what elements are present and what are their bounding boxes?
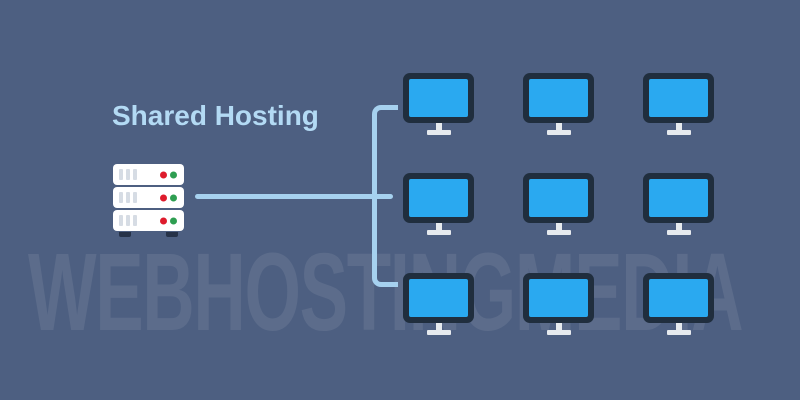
monitor-icon: [403, 173, 474, 273]
monitor-stand-base: [426, 230, 451, 235]
server-slot: [126, 169, 130, 180]
diagram-title: Shared Hosting: [112, 100, 319, 131]
monitor-screen: [529, 279, 588, 317]
server-slot: [126, 192, 130, 203]
monitor-frame: [643, 173, 714, 223]
monitor-screen: [649, 79, 708, 117]
monitor-icon: [523, 73, 594, 173]
monitor-screen: [529, 79, 588, 117]
monitor-stand-base: [666, 330, 691, 335]
monitor-stand-base: [546, 230, 571, 235]
monitor-stand-neck: [435, 223, 442, 230]
server-slot: [119, 169, 123, 180]
red-led-icon: [160, 217, 167, 224]
monitor-stand-base: [546, 330, 571, 335]
monitor-screen: [409, 79, 468, 117]
server-slot: [133, 169, 137, 180]
connector-branch-top: [372, 105, 398, 199]
monitor-frame: [403, 173, 474, 223]
monitor-frame: [523, 73, 594, 123]
server-slot: [119, 192, 123, 203]
connector-branch-bottom: [372, 196, 398, 287]
monitor-stand-base: [546, 130, 571, 135]
connector-line-main: [195, 194, 393, 199]
server-foot-left: [119, 232, 131, 237]
monitor-stand-base: [426, 330, 451, 335]
green-led-icon: [170, 194, 177, 201]
red-led-icon: [160, 171, 167, 178]
monitor-icon: [523, 173, 594, 273]
monitor-stand-neck: [555, 123, 562, 130]
server-foot-right: [166, 232, 178, 237]
monitor-stand-neck: [675, 223, 682, 230]
monitor-frame: [523, 173, 594, 223]
monitor-screen: [649, 279, 708, 317]
green-led-icon: [170, 171, 177, 178]
server-rack-units: [113, 164, 184, 231]
server-slot: [119, 215, 123, 226]
server-led-indicators: [160, 217, 177, 224]
server-led-indicators: [160, 171, 177, 178]
monitor-stand-neck: [675, 123, 682, 130]
server-slot: [133, 192, 137, 203]
monitor-frame: [403, 273, 474, 323]
monitor-screen: [409, 279, 468, 317]
server-slot: [126, 215, 130, 226]
server-rack-unit: [113, 164, 184, 185]
red-led-icon: [160, 194, 167, 201]
monitor-frame: [403, 73, 474, 123]
monitor-icon: [523, 273, 594, 373]
monitor-icon: [643, 173, 714, 273]
server-led-indicators: [160, 194, 177, 201]
monitor-frame: [643, 73, 714, 123]
monitor-screen: [529, 179, 588, 217]
monitor-frame: [643, 273, 714, 323]
server-rack-unit: [113, 187, 184, 208]
monitor-stand-neck: [675, 323, 682, 330]
monitor-icon: [643, 73, 714, 173]
monitor-icon: [403, 73, 474, 173]
monitor-icon: [403, 273, 474, 373]
green-led-icon: [170, 217, 177, 224]
monitor-icon: [643, 273, 714, 373]
server-feet: [113, 232, 184, 237]
monitor-stand-base: [666, 130, 691, 135]
server-rack-unit: [113, 210, 184, 231]
monitor-frame: [523, 273, 594, 323]
monitor-grid: [403, 73, 763, 373]
monitor-stand-base: [666, 230, 691, 235]
watermark-text: WEBHOSTINGMEDIA: [28, 231, 744, 354]
monitor-stand-neck: [555, 223, 562, 230]
monitor-stand-base: [426, 130, 451, 135]
monitor-screen: [409, 179, 468, 217]
monitor-stand-neck: [555, 323, 562, 330]
server-icon: [113, 164, 184, 237]
monitor-screen: [649, 179, 708, 217]
monitor-stand-neck: [435, 323, 442, 330]
server-slot: [133, 215, 137, 226]
monitor-stand-neck: [435, 123, 442, 130]
